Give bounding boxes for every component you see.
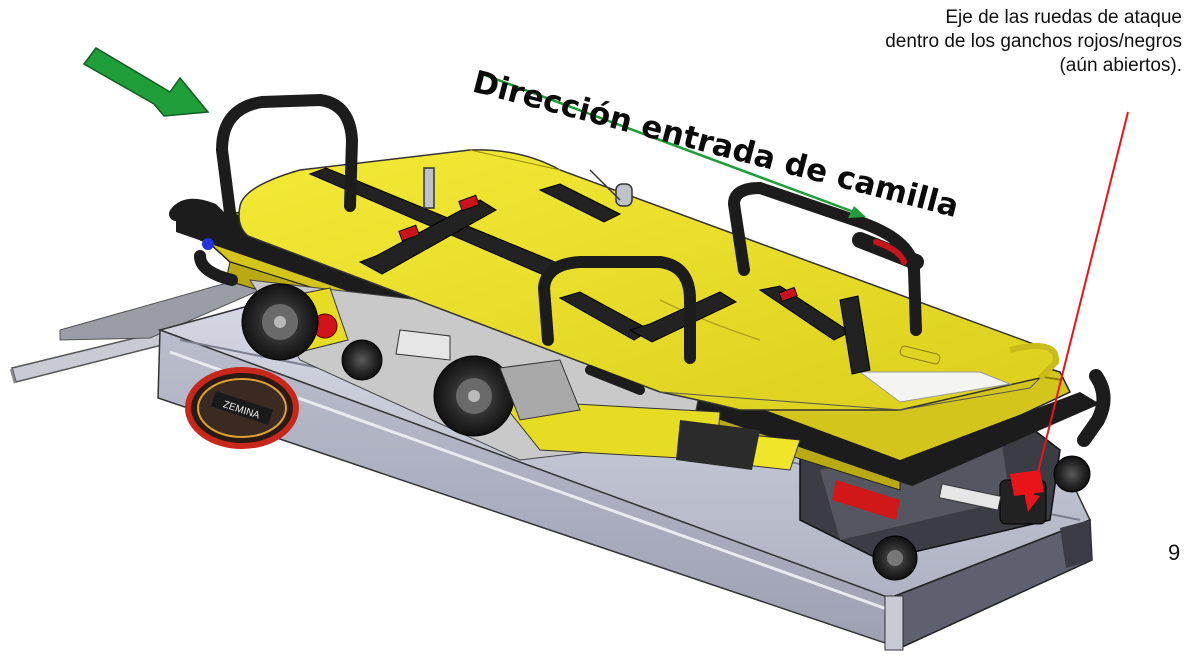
stretcher-straps [308, 167, 871, 375]
page-number: 9 [1168, 540, 1181, 565]
green-arrow-icon [82, 47, 210, 117]
brand-logo: ZEMINA [185, 367, 299, 449]
direction-arrow-icon [481, 72, 866, 218]
iv-pole-fittings [423, 167, 633, 209]
annotation-line-2: dentro de los ganchos rojos/negros [885, 31, 1182, 52]
annotation-line-3: (aún abiertos). [1059, 55, 1182, 76]
foot-handle [727, 181, 1111, 447]
red-pointer-arrow-icon [1024, 111, 1129, 512]
annotation-text: Eje de las ruedas de ataque dentro de lo… [722, 6, 1182, 78]
side-handle-middle [537, 256, 696, 395]
head-handle [169, 93, 359, 286]
loading-ramp [10, 281, 262, 384]
undercarriage [241, 279, 801, 471]
annotation-line-1: Eje de las ruedas de ataque [945, 7, 1182, 28]
